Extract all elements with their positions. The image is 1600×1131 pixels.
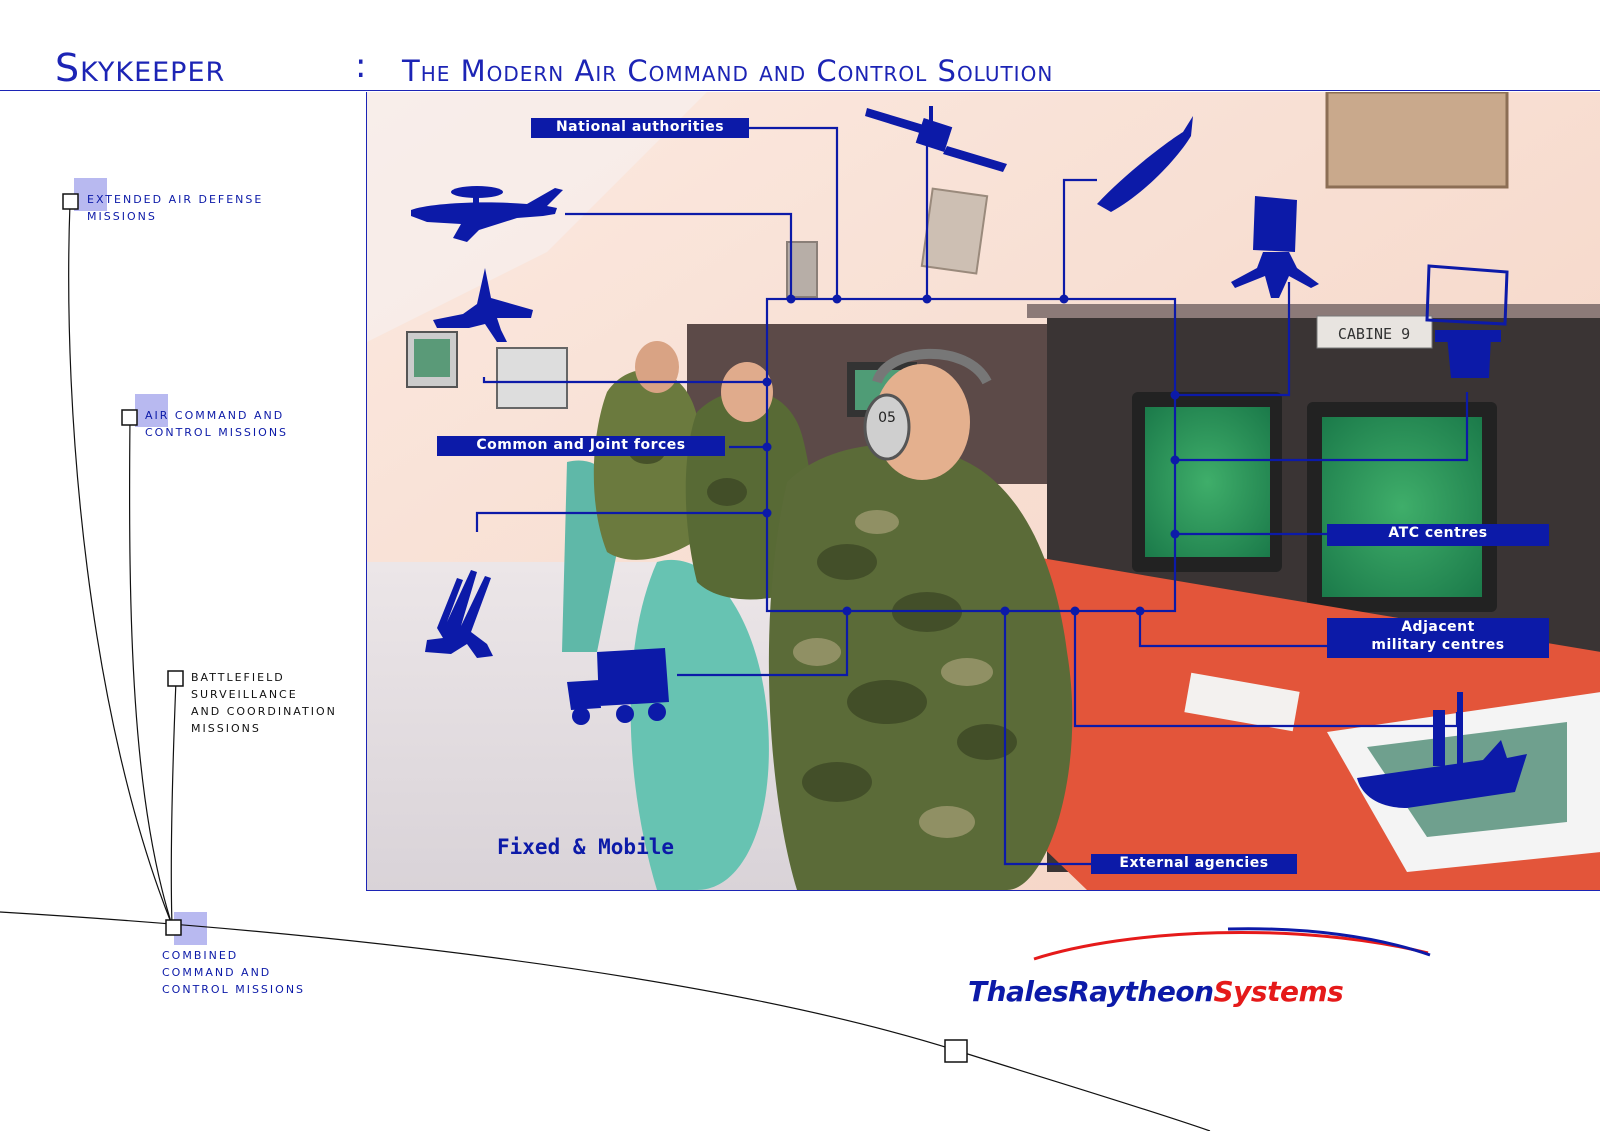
logo-part-thales: Thales <box>968 975 1069 1008</box>
mission-combined-command-control: Combined command and control missions <box>162 949 306 996</box>
m2-node <box>121 409 138 426</box>
mission-air-command-control: Air command and control missions <box>145 409 289 439</box>
label-fixed-mobile: Fixed & Mobile <box>497 835 675 859</box>
monitor-right-screen <box>1322 417 1482 597</box>
fighter-jet-icon <box>433 268 533 342</box>
monitor-left-screen <box>1145 407 1270 557</box>
network-frame <box>765 297 1177 613</box>
headset-cup <box>863 393 911 461</box>
m1-highlight <box>74 178 107 211</box>
headset-number: 05 <box>878 410 896 426</box>
cabin-sign <box>1316 315 1433 349</box>
logo-part-raytheon: Raytheon <box>1068 975 1214 1008</box>
back-monitor-2 <box>496 347 568 409</box>
mission-battlefield-surveillance: Battlefield surveillance and coordinatio… <box>191 671 337 735</box>
operator-1-head <box>635 341 679 393</box>
page-subtitle: The Modern Air Command and Control Solut… <box>402 54 1054 88</box>
m1-node <box>62 193 79 210</box>
console-top <box>1027 304 1600 318</box>
label-common-joint-forces: Common and Joint forces <box>437 436 725 456</box>
base-arc <box>0 911 1211 1131</box>
title-separator: : <box>355 46 368 86</box>
tree-line-2 <box>128 417 173 926</box>
tree-line-3 <box>170 679 177 926</box>
wall-picture-1 <box>1325 92 1509 189</box>
mouse-pad <box>1184 672 1300 732</box>
mobile-shelter-icon <box>567 648 669 710</box>
page-title: Skykeeper <box>55 46 226 90</box>
awacs-aircraft-icon <box>411 188 563 242</box>
back-monitor-1-screen <box>414 339 450 377</box>
arc-node <box>944 1039 968 1063</box>
cabin-sign-text: CABINE 9 <box>1338 325 1410 343</box>
camo-pattern-light <box>793 510 993 838</box>
logo-part-systems: Systems <box>1213 975 1344 1008</box>
network-junctions <box>762 294 1180 616</box>
headset-band <box>872 348 992 385</box>
ceiling <box>367 92 707 342</box>
mission-extended-air-defense: Extended air defense missions <box>87 193 264 223</box>
logo-wordmark: ThalesRaytheonSystems <box>968 975 1508 1008</box>
thales-raytheon-logo: ThalesRaytheonSystems <box>968 925 1508 1008</box>
operator-2-head <box>721 362 773 422</box>
sam-launcher-icon <box>425 570 493 658</box>
header-rule <box>0 90 1600 91</box>
missile-icon <box>1097 116 1193 212</box>
chair-front <box>630 559 769 890</box>
scene-drawing: CABINE 9 <box>367 92 1600 890</box>
asset-icons <box>411 106 1527 808</box>
logo-swoosh <box>1033 927 1431 961</box>
label-external-agencies: External agencies <box>1091 854 1297 874</box>
control-room-scene: CABINE 9 <box>366 92 1600 891</box>
wall-picture-2 <box>920 187 989 275</box>
label-adjacent-military-centres: Adjacent military centres <box>1327 618 1549 658</box>
m3-node <box>167 670 184 687</box>
label-national-authorities: National authorities <box>531 118 749 138</box>
satellite-icon <box>865 108 1007 172</box>
antenna-radar-icon <box>1425 264 1509 326</box>
naval-ship-icon <box>1357 740 1527 808</box>
ground-radar-icon <box>1231 196 1319 298</box>
m2-highlight <box>135 394 168 427</box>
label-atc-centres: ATC centres <box>1327 524 1549 546</box>
m4-node <box>165 919 182 936</box>
tree-line-1 <box>68 202 173 926</box>
